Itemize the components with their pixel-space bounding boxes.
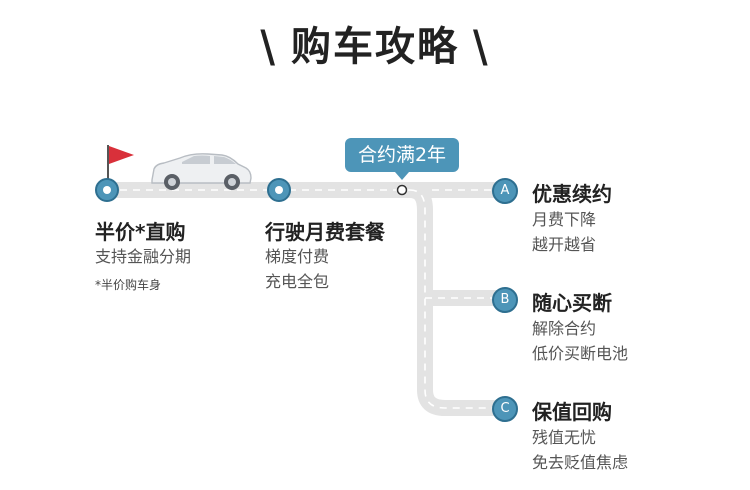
option-c-badge: C	[492, 396, 518, 422]
stage-2-line-1: 梯度付费	[265, 247, 330, 266]
option-a-badge: A	[492, 178, 518, 204]
title-text: 购车攻略	[291, 24, 459, 70]
stage-2-line-2: 充电全包	[265, 272, 330, 291]
page-title: \ 购车攻略 \	[0, 14, 750, 73]
flag-icon	[109, 146, 134, 164]
option-a-line-1: 月费下降	[532, 210, 597, 229]
stage-1-title: 半价*直购	[95, 220, 186, 244]
stage-1-note: *半价购车身	[95, 278, 162, 292]
option-b-title: 随心买断	[532, 291, 612, 315]
option-b-line-2: 低价买断电池	[532, 344, 629, 363]
stage-1-line-1: 支持金融分期	[95, 247, 192, 266]
option-a-title: 优惠续约	[532, 182, 612, 206]
car-icon	[151, 153, 252, 190]
option-c-title: 保值回购	[532, 400, 612, 424]
option-b-line-1: 解除合约	[532, 319, 597, 338]
contract-bubble: 合约满2年	[345, 138, 459, 180]
option-c-line-2: 免去贬值焦虑	[532, 453, 629, 472]
title-right-mark: \	[473, 21, 490, 73]
stage-2-title: 行驶月费套餐	[265, 220, 385, 244]
option-b-badge: B	[492, 287, 518, 313]
option-a-line-2: 越开越省	[532, 235, 597, 254]
title-left-mark: \	[260, 21, 277, 73]
option-c-line-1: 残值无忧	[532, 428, 597, 447]
split-point-icon	[396, 184, 408, 196]
branch-road-dashes	[409, 189, 505, 409]
